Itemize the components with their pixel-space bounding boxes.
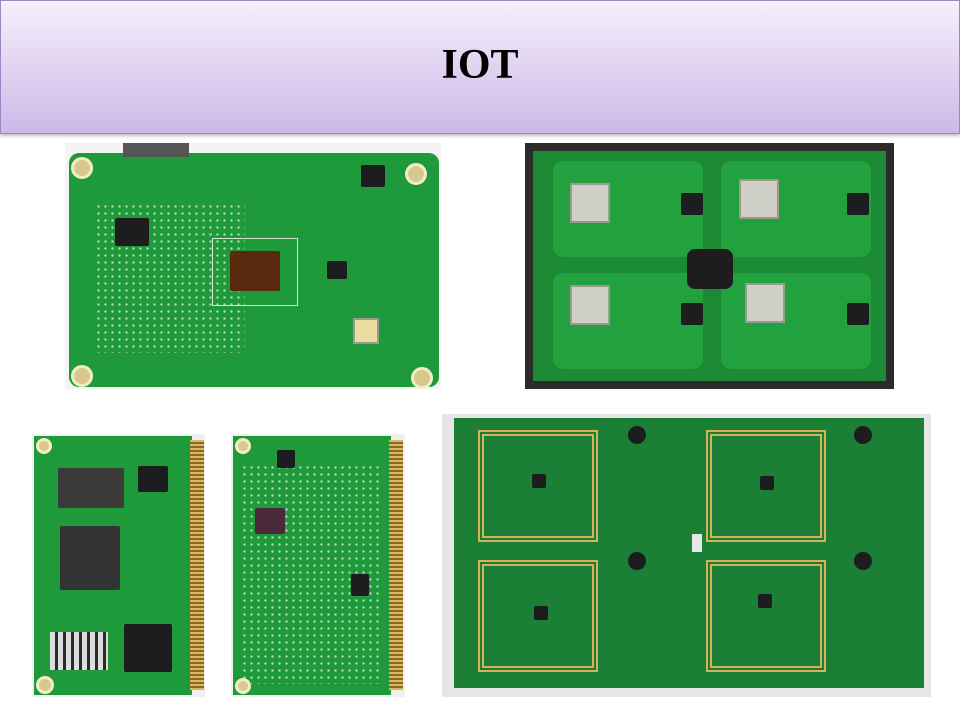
pcb-som-module-back-image (231, 434, 405, 697)
pcb-board-main-image (65, 143, 441, 389)
slide-title: IOT (441, 42, 519, 88)
slide-header: IOT (0, 0, 960, 134)
pcb-rfid-panel-image (442, 414, 931, 697)
pcb-som-module-front-image (32, 434, 205, 697)
pcb-panel-four-modules-image (525, 143, 894, 389)
